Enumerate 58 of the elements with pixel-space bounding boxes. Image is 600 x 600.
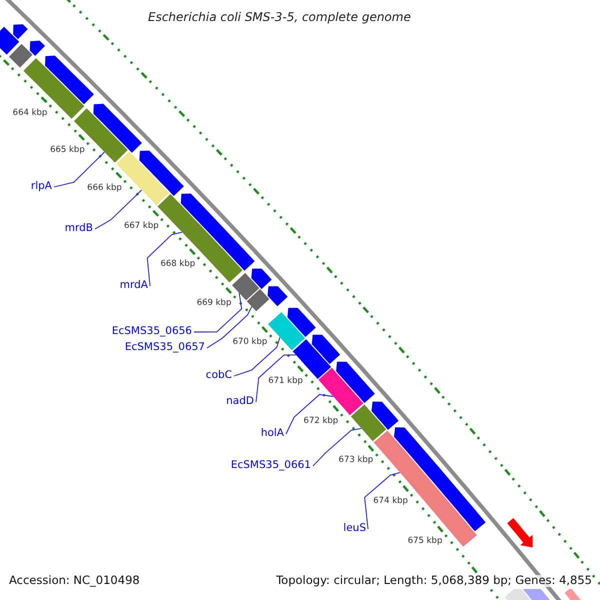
gene-label: EcSMS35_0661 [230, 460, 311, 470]
gene-bar [8, 44, 33, 68]
gene-label: mrdA [120, 280, 148, 290]
leader-line [286, 394, 334, 434]
gene-feature [13, 24, 28, 40]
gene-bar [268, 312, 305, 350]
gene-label: EcSMS35_0657 [124, 342, 205, 352]
gene-bar [318, 368, 364, 416]
leader-line [54, 152, 105, 188]
gene-label: mrdB [64, 223, 93, 234]
gene-feature [251, 268, 272, 290]
scale-label: 670 kbp [232, 338, 268, 346]
scale-label: 673 kbp [338, 456, 374, 465]
gene-label: holA [260, 428, 284, 438]
gene-label: cobC [206, 370, 232, 380]
leader-line [206, 306, 252, 348]
gene-bar [158, 194, 243, 282]
leader-line [234, 336, 280, 376]
scale-label: 675 kbp [408, 536, 442, 546]
diagram-title: Escherichia coli SMS-3-5, complete genome [148, 11, 411, 23]
gene-feature [45, 56, 94, 104]
scale-label: 668 kbp [160, 260, 196, 269]
gene-feature [268, 286, 288, 306]
gene-feature [180, 194, 255, 271]
leader-line [364, 472, 400, 530]
gene-label: EcSMS35_0656 [112, 326, 192, 336]
gene-feature [287, 308, 316, 337]
scale-label: 664 kbp [12, 109, 48, 118]
scale-label: 674 kbp [373, 496, 408, 506]
gene-bar [374, 430, 477, 547]
gene-feature [30, 40, 45, 56]
leader-line [194, 292, 242, 332]
gene-label: rlpA [30, 181, 52, 192]
gene-feature [139, 150, 184, 196]
scale-label: 672 kbp [304, 416, 338, 426]
gene-bar [232, 272, 260, 300]
gene-feature [507, 518, 533, 548]
leader-line [256, 354, 296, 402]
genome-summary-text: Topology: circular; Length: 5,068,389 bp; Genes: 4,855 [276, 575, 592, 586]
leader-line [146, 232, 183, 286]
gene-feature [312, 334, 340, 364]
scale-label: 667 kbp [124, 222, 159, 231]
gene-bar [350, 404, 386, 442]
leader-line [94, 190, 142, 230]
accession-text: Accession: NC_010498 [9, 575, 140, 586]
gene-feature [93, 104, 142, 153]
scale-label: 671 kbp [268, 377, 303, 386]
gene-feature [336, 362, 375, 403]
leader-line [312, 428, 362, 466]
gene-label: nadD [226, 396, 254, 406]
scale-label: 669 kbp [196, 299, 232, 308]
scale-label: 665 kbp [50, 146, 85, 155]
gene-feature [394, 427, 486, 532]
gene-bar [0, 26, 20, 55]
gene-label: leuS [343, 523, 366, 534]
scale-label: 666 kbp [87, 184, 122, 193]
gene-bar [246, 289, 270, 312]
gene-feature [372, 402, 399, 430]
